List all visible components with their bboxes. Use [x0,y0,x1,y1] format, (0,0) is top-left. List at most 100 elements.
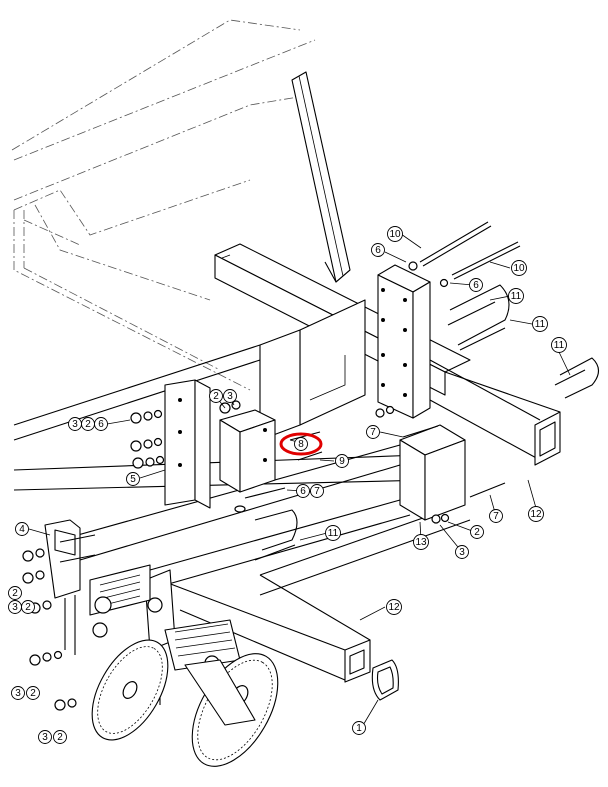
callout-1: 1 [352,721,366,735]
callout-circle [126,472,140,486]
callout-2: 2 [470,525,484,539]
callout-circle [551,337,567,353]
callout-number: 11 [554,340,565,351]
callout-circle [15,522,29,536]
callout-2: 2 [81,417,95,431]
callout-4: 4 [15,522,29,536]
callout-3: 3 [11,686,25,700]
callout-3: 3 [68,417,82,431]
callout-circle [325,525,341,541]
callout-number: 12 [388,602,400,613]
callout-number: 11 [328,528,339,539]
callout-11: 11 [508,288,524,304]
u-bolt-lower [254,509,298,561]
callout-number: 6 [300,486,306,497]
callout-circle [508,288,524,304]
disc-blades [91,639,279,767]
callout-circle [8,600,22,614]
callout-number: 3 [227,391,233,402]
small-bolts [234,425,506,513]
callout-number: 1 [356,723,362,734]
callout-10: 10 [387,226,403,242]
center-clamp-bracket [219,409,276,493]
callout-5: 5 [126,472,140,486]
callout-number: 7 [493,511,499,522]
callout-number: 2 [57,732,63,743]
callout-circle [371,243,385,257]
callout-circle [53,730,67,744]
callout-number: 11 [535,319,546,330]
callout-circle [26,686,40,700]
callout-2: 2 [8,586,22,600]
frame-mount-bracket [259,299,366,441]
callout-number: 3 [42,732,48,743]
callout-number: 7 [370,427,376,438]
callout-circle [386,599,402,615]
callout-2: 2 [53,730,67,744]
callout-number: 3 [459,547,465,558]
right-lower-bracket [399,424,466,521]
lower-left-nuts [22,534,96,711]
long-bolts [408,221,521,288]
callout-number: 9 [339,456,345,467]
callout-number: 5 [130,474,136,485]
callout-6: 6 [94,417,108,431]
callout-10: 10 [511,260,527,276]
callout-circle [310,484,324,498]
callout-13: 13 [413,534,429,550]
callout-circle [470,525,484,539]
callout-2: 2 [26,686,40,700]
callout-number: 2 [213,391,219,402]
callout-number: 13 [415,537,427,548]
callout-3: 3 [38,730,52,744]
callout-number: 6 [375,245,381,256]
callout-number: 8 [298,439,304,450]
callout-circle [413,534,429,550]
callout-number: 6 [473,280,479,291]
callout-circle [489,509,503,523]
callout-6: 6 [469,278,483,292]
callout-6: 6 [296,484,310,498]
callout-number: 6 [98,419,104,430]
callout-circle [11,686,25,700]
callout-circle [352,721,366,735]
callout-7: 7 [310,484,324,498]
callout-number: 11 [511,291,522,302]
callout-number: 3 [12,602,18,613]
callout-circle [209,389,223,403]
callout-circle [223,389,237,403]
u-bolts-upper [447,284,600,399]
callout-number: 2 [30,688,36,699]
callout-8: 8 [294,437,308,451]
left-bracket [164,379,211,509]
callout-circle [455,545,469,559]
callout-circle [94,417,108,431]
callout-3: 3 [455,545,469,559]
callout-circle [366,425,380,439]
callout-circle [296,484,310,498]
callout-number: 4 [19,524,25,535]
callout-6: 6 [371,243,385,257]
callout-3: 3 [8,600,22,614]
callout-number: 2 [12,588,18,599]
frame-outline-dashed [11,19,316,391]
callout-circle [38,730,52,744]
callout-circle [335,454,349,468]
callout-11: 11 [551,337,567,353]
callout-7: 7 [489,509,503,523]
callout-3: 3 [223,389,237,403]
callout-number: 10 [389,229,401,240]
vertical-mount-plate [377,264,431,419]
callout-number: 3 [15,688,21,699]
callout-11: 11 [325,525,341,541]
callout-number: 2 [85,419,91,430]
callout-11: 11 [532,316,548,332]
callout-7: 7 [366,425,380,439]
right-square-tube [429,359,561,466]
callout-number: 7 [314,486,320,497]
callout-circle [528,506,544,522]
callout-2: 2 [209,389,223,403]
